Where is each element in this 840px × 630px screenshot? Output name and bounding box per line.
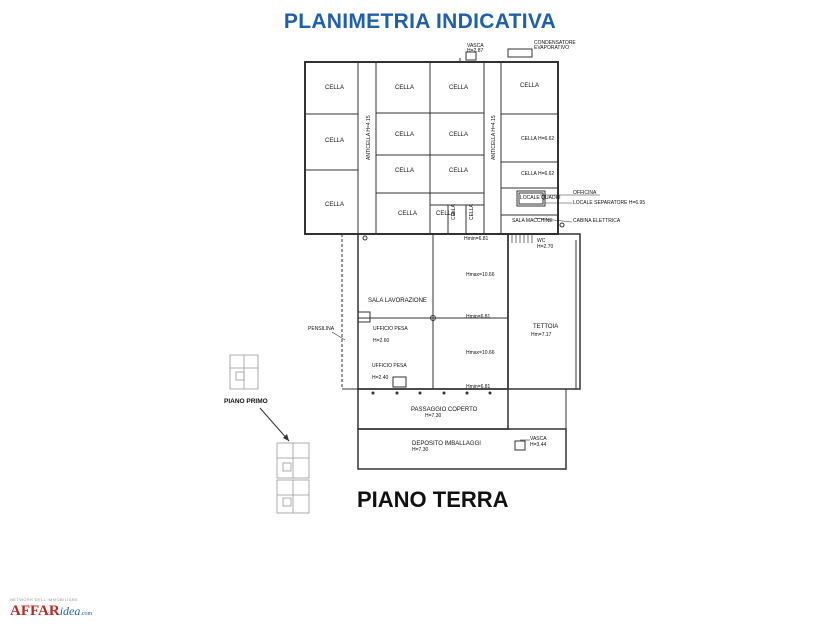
room-label-wc: WC [537,238,546,244]
height-label: Hmax=10.66 [466,272,495,278]
page-title: PLANIMETRIA INDICATIVA [283,10,557,33]
room-label-condensatore: CONDENSATORE [534,40,576,46]
room-label-cella: CELLA [398,211,417,217]
room-label-locale-separatore: LOCALE SEPARATORE H=6.95 [573,200,645,206]
room-label-vasca-h: H=2.87 [467,48,483,54]
logo-tagline: NETWORK DELL'IMMOBILIARE [10,597,79,602]
column [371,391,375,395]
room-label-cella: CELLA [436,211,455,217]
ufficio-pesa-box [357,311,371,323]
room-label-anticella: ANTICELLA H=4.15 [491,115,497,160]
room-label-cella: CELLA [325,138,344,144]
room-label-ufficio-pesa: UFFICIO PESA [372,363,407,369]
deposito-outline [357,428,567,470]
stairs [508,233,536,243]
room-label-deposito-imballaggi: DEPOSITO IMBALLAGGI [412,441,481,447]
room-label-officina: OFFICINA [573,190,597,196]
room-label-cella-h662: CELLA H=6.62 [521,136,554,142]
room-label-pensilina: PENSILINA [308,326,335,332]
room-label-sala-macchine: SALA MACCHINE [512,218,553,224]
piano-primo-thumbnail [229,354,259,390]
column [418,391,422,395]
room-label-passaggio-coperto: PASSAGGIO COPERTO [411,407,478,413]
logo-main-text: AFFAR [10,603,60,619]
room-label-sala-lavorazione: SALA LAVORAZIONE [368,298,427,304]
height-label: Hmax=10.66 [466,350,495,356]
room-label-passaggio-h: H=7.30 [425,413,441,419]
locale-quadri-box [516,190,546,207]
room-label-wc-h: H=2.70 [537,244,553,250]
room-label-cella: CELLA [520,83,539,89]
logo-idea-text: idea [59,604,81,618]
leader-lines [331,194,600,441]
room-label-vasca: VASCA [467,43,484,49]
room-label-ufficio-pesa-h: H=2.60 [373,338,389,344]
column [559,222,565,228]
height-label: Hmin=6.81 [464,236,489,242]
room-label-cella: CELLA [449,168,468,174]
room-label-cella: CELLA [395,168,414,174]
column [488,391,492,395]
room-label-cella: CELLA [449,85,468,91]
logo-com-text: .com [80,611,93,617]
room-label-anticella: ANTICELLA H=4.15 [366,115,372,160]
room-label-cella: CELLA [469,203,475,220]
tettoia-outline [507,233,581,390]
height-label: Hmin=6.81 [466,314,491,320]
room-label-vasca-h: H=3.44 [530,442,546,448]
room-label-cella: CELLA [395,85,414,91]
condensatore-box [507,48,533,58]
room-label-cella: CELLA [395,132,414,138]
room-label-vasca: VASCA [530,436,547,442]
room-label-cella-h662: CELLA H=6.62 [521,171,554,177]
column [442,391,446,395]
room-label-deposito-h: H=7.30 [412,447,428,453]
vasca-box [465,51,477,61]
room-label-cella: CELLA [325,85,344,91]
column [430,315,436,321]
ufficio-pesa-box [392,376,407,388]
room-label-cella: CELLA [325,202,344,208]
room-label-cella: CELLA [451,203,457,220]
columns-group [362,222,565,395]
room-label-tettoia: TETTOIA [533,324,558,330]
room-label-locale-quadri: LOCALE QUADRI [520,195,561,201]
brand-logo: NETWORK DELL'IMMOBILIARE AFFARidea.com [10,597,92,620]
room-label-ufficio-pesa: UFFICIO PESA [373,326,408,332]
thumbnail-plans [276,442,310,514]
room-label-cella: CELLA [449,132,468,138]
arrow-head-icon [283,434,289,441]
room-label-tettoia-h: Hm=7.17 [531,332,552,338]
piano-primo-label: PIANO PRIMO [224,398,268,405]
room-label-evaporativo: EVAPORATIVO [534,45,569,51]
piano-primo-arrow [259,407,290,442]
height-label: Hmin=6.81 [466,384,491,390]
room-label-cabina-elettrica: CABINA ELETTRICA [573,218,621,224]
column [395,391,399,395]
room-label-ufficio-pesa-h: H=2.40 [372,375,388,381]
floor-label: PIANO TERRA [357,487,509,512]
column [362,235,368,241]
locale-quadri-inner [518,192,544,205]
column [465,391,469,395]
vasca-box [514,440,526,451]
